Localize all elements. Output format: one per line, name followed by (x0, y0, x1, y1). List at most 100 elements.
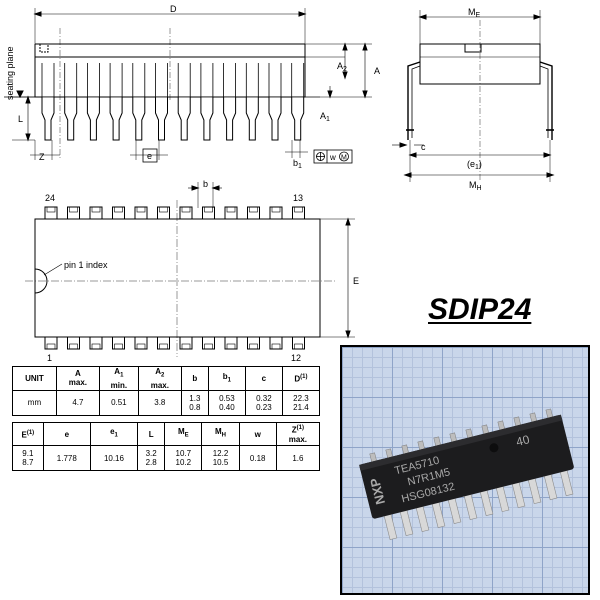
chip-lead (383, 512, 398, 540)
dim-e1-label: (e1) (467, 159, 482, 171)
side-lead (86, 63, 100, 141)
pin1-index-notch (34, 268, 48, 294)
top-pin (247, 206, 260, 220)
pin-13-label: 13 (293, 193, 303, 203)
top-view-pins (44, 206, 305, 350)
chip-lead (543, 472, 558, 501)
nxp-logo: NXP (367, 476, 388, 506)
table-header-cell: D(1) (281, 366, 321, 391)
dim-e-box (142, 148, 158, 163)
bottom-pin (44, 336, 58, 350)
bottom-pin (247, 336, 260, 350)
table-header-cell: ME (164, 422, 203, 446)
tolerance-frame (313, 149, 353, 164)
table-header-cell: Z(1)max. (275, 422, 321, 446)
table-header-cell: w (238, 422, 277, 446)
bottom-pin (89, 336, 103, 350)
bottom-pin (67, 336, 80, 350)
chip-body (359, 415, 574, 519)
chip-lead (447, 496, 462, 525)
table-value-cell: 1.6 (275, 445, 321, 471)
chip-lead (415, 504, 430, 532)
top-pin (292, 206, 305, 220)
top-view-body (34, 218, 321, 338)
table-header-cell: e1 (89, 422, 139, 446)
top-pin (134, 206, 148, 220)
chip-photo-drawing: NXP TEA5710 N7R1M5 HSG08132 40 (359, 408, 574, 540)
mmc-icon (339, 151, 349, 162)
chip-lead (399, 508, 414, 536)
top-pin (112, 206, 125, 220)
bottom-pin (134, 336, 148, 350)
pin1-notch (39, 43, 49, 53)
end-view-notch (464, 43, 482, 53)
table-header-cell: UNIT (12, 366, 57, 391)
top-pin (67, 206, 80, 220)
mmc-label: M (341, 155, 347, 162)
top-pin (44, 206, 58, 220)
seating-plane-label: seating plane (5, 46, 15, 100)
table-header-cell: L (137, 422, 166, 446)
bottom-pin (224, 336, 238, 350)
pin-24-label: 24 (45, 193, 55, 203)
top-pin (89, 206, 103, 220)
chip-dimple (489, 443, 499, 453)
side-lead (291, 63, 305, 141)
side-view (4, 8, 372, 164)
tolerance-w-label: w (329, 153, 336, 162)
chip-marking-code: 40 (515, 432, 532, 449)
dim-E-label: E (353, 276, 359, 286)
side-lead (132, 63, 146, 141)
dim-A1-label: A1 (320, 111, 330, 123)
pin-12-label: 12 (291, 353, 301, 363)
bottom-pin (292, 336, 305, 350)
dim-MH-label: MH (469, 180, 482, 192)
top-pin (224, 206, 238, 220)
chip-photo: NXP TEA5710 N7R1M5 HSG08132 40 (340, 345, 590, 595)
chip-lead (463, 492, 478, 521)
bottom-pin (202, 336, 215, 350)
dim-ME-label: ME (468, 7, 481, 19)
side-lead (109, 63, 123, 141)
dimension-labels: seating plane D ME A A2 A1 L Z e b1 w M … (5, 4, 482, 363)
table-header-cell: c (244, 366, 283, 391)
dim-Z-label: Z (39, 152, 45, 162)
side-lead (41, 63, 55, 141)
chip-lead (559, 468, 574, 497)
side-lead (245, 63, 259, 141)
chip-lead (479, 488, 494, 517)
table-header-cell: b1 (207, 366, 246, 391)
bottom-pin (179, 336, 193, 350)
table-value-cell: 1.778 (42, 445, 91, 471)
package-name: SDIP24 (428, 293, 532, 326)
chip-lead (495, 484, 510, 513)
top-pin (179, 206, 193, 220)
side-lead (200, 63, 214, 141)
side-lead (64, 63, 78, 141)
top-pin (202, 206, 215, 220)
side-lead (155, 63, 168, 141)
chip-lead (527, 476, 542, 505)
dim-D-label: D (170, 4, 177, 14)
table-header-cell: E(1) (12, 422, 44, 446)
table-value-cell: mm (12, 389, 57, 416)
dim-b1-label: b1 (293, 158, 302, 170)
end-view (392, 10, 555, 182)
side-lead (223, 63, 237, 141)
chip-leads (369, 408, 574, 540)
top-pin (269, 206, 283, 220)
chip-lead (431, 500, 446, 529)
